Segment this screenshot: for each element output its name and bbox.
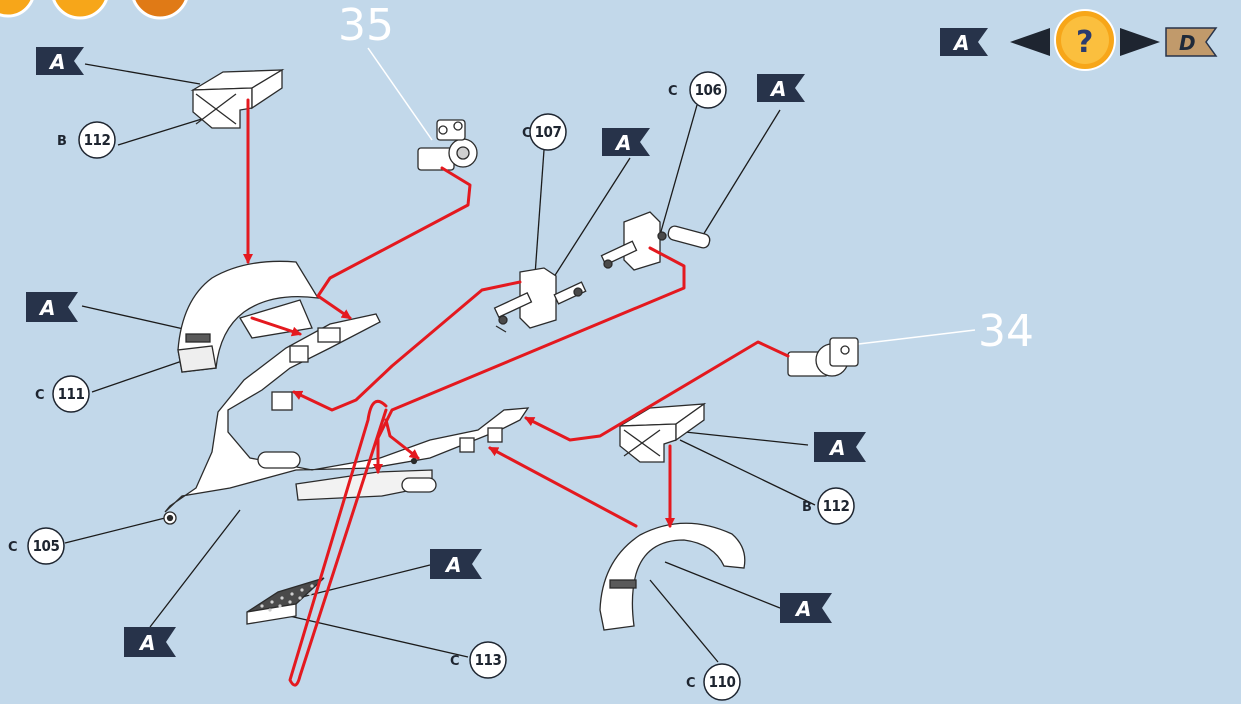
svg-text:112: 112: [84, 131, 111, 149]
svg-text:C: C: [450, 654, 460, 669]
nav-circle-3[interactable]: [132, 0, 188, 18]
flag-a-4: A: [26, 292, 78, 322]
flag-a-1: A: [36, 47, 84, 75]
callout-c110: C 110: [686, 664, 740, 700]
arrow-step-plate-loop: [290, 401, 386, 685]
svg-text:C: C: [35, 388, 45, 403]
svg-text:A: A: [614, 131, 631, 155]
part-step-block-top: [193, 70, 282, 128]
nav-circle-2[interactable]: [52, 0, 108, 18]
arrow-part35-to-frame: [318, 168, 470, 318]
part-fender-c110: [600, 523, 745, 630]
flag-a-6: A: [430, 549, 482, 579]
callout-c106: C 106: [668, 72, 726, 108]
svg-text:112: 112: [823, 497, 850, 515]
svg-text:A: A: [48, 50, 65, 74]
leader-step-35: [368, 48, 432, 140]
callout-c113: C 113: [450, 642, 506, 678]
flag-a-7: A: [780, 593, 832, 623]
svg-text:A: A: [828, 436, 845, 460]
svg-text:A: A: [794, 597, 811, 621]
arrow-fender-right-to-frame: [490, 448, 636, 526]
step-number-34: 34: [978, 306, 1034, 357]
svg-text:106: 106: [695, 81, 722, 99]
step-number-35: 35: [338, 0, 394, 51]
callout-b112-top: B 112: [57, 122, 115, 158]
svg-text:113: 113: [475, 651, 502, 669]
svg-text:111: 111: [58, 385, 85, 403]
nav-prev-flag[interactable]: A: [940, 28, 988, 56]
svg-text:C: C: [668, 84, 678, 99]
flag-a-8: A: [124, 627, 176, 657]
svg-text:A: A: [952, 31, 969, 55]
callout-c107: C 107: [522, 114, 566, 150]
assembly-arrows: [248, 100, 788, 685]
svg-text:A: A: [38, 296, 55, 320]
callout-c105: C 105: [8, 528, 64, 564]
svg-text:A: A: [444, 553, 461, 577]
part-35: [418, 120, 477, 170]
flag-a-3: A: [757, 74, 805, 102]
part-34: [788, 338, 858, 376]
top-nav-circles[interactable]: [0, 0, 188, 18]
svg-text:C: C: [8, 540, 18, 555]
flag-a-2: A: [602, 128, 650, 156]
svg-text:B: B: [57, 134, 67, 149]
nav-next-flag[interactable]: D: [1166, 28, 1216, 56]
part-c106: [601, 212, 711, 270]
nav-circle-1[interactable]: [0, 0, 34, 16]
leader-step-34: [850, 330, 975, 345]
svg-text:A: A: [138, 631, 155, 655]
svg-text:107: 107: [535, 123, 562, 141]
svg-text:A: A: [769, 77, 786, 101]
flag-a-5: A: [814, 432, 866, 462]
nav-prev-arrow-icon[interactable]: [1010, 28, 1050, 56]
svg-text:105: 105: [33, 537, 60, 555]
svg-text:110: 110: [709, 673, 736, 691]
svg-text:D: D: [1179, 31, 1196, 55]
help-button[interactable]: ?: [1055, 10, 1115, 70]
callout-c111: C 111: [35, 376, 89, 412]
callout-b112-right: B 112: [802, 488, 854, 524]
help-icon: ?: [1076, 25, 1093, 60]
nav-next-arrow-icon[interactable]: [1120, 28, 1160, 56]
svg-text:B: B: [802, 500, 812, 515]
part-c107: [495, 268, 586, 332]
svg-text:C: C: [686, 676, 696, 691]
